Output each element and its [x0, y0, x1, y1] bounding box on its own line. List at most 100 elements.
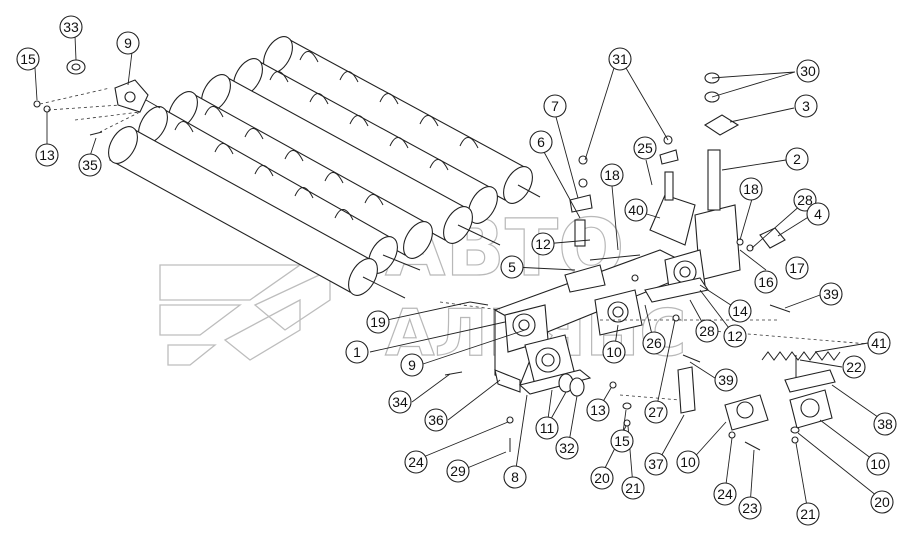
svg-text:13: 13 — [39, 147, 55, 163]
plate-38 — [784, 369, 836, 393]
svg-text:33: 33 — [63, 19, 79, 35]
svg-text:9: 9 — [124, 35, 132, 51]
svg-text:7: 7 — [551, 98, 559, 114]
callout-16: 16 — [754, 270, 778, 294]
svg-text:38: 38 — [877, 416, 893, 432]
pin-39b — [682, 354, 701, 363]
callout-5: 5 — [500, 255, 524, 279]
callout-9-mid: 9 — [400, 353, 424, 377]
roller-1 — [263, 36, 541, 204]
svg-text:24: 24 — [408, 454, 424, 470]
callout-15: 15 — [16, 47, 40, 71]
callout-10-mid: 10 — [602, 340, 626, 364]
svg-text:29: 29 — [450, 463, 466, 479]
callout-21-right: 21 — [796, 502, 820, 526]
pin-19 — [469, 301, 489, 306]
callout-18-right: 18 — [739, 177, 763, 201]
svg-text:30: 30 — [800, 63, 816, 79]
callout-20-right: 20 — [870, 490, 894, 514]
svg-text:9: 9 — [408, 357, 416, 373]
callout-28-mid: 28 — [695, 319, 719, 343]
svg-text:15: 15 — [20, 51, 36, 67]
washer-32 — [569, 377, 585, 397]
svg-text:20: 20 — [594, 470, 610, 486]
bolt-23 — [744, 441, 761, 451]
plate-6 — [569, 194, 593, 213]
washer-3 — [703, 114, 740, 136]
bearing-10-right-a — [724, 394, 769, 431]
callout-25: 25 — [633, 136, 657, 160]
svg-text:28: 28 — [797, 192, 813, 208]
drive-frame — [493, 72, 786, 393]
svg-text:21: 21 — [800, 506, 816, 522]
callout-bubbles: 33 9 15 13 35 31 30 3 7 6 25 2 18 18 28 … — [16, 15, 897, 526]
svg-text:8: 8 — [511, 469, 519, 485]
callout-30: 30 — [796, 59, 820, 83]
svg-text:35: 35 — [82, 157, 98, 173]
svg-text:23: 23 — [742, 500, 758, 516]
small-parts — [439, 238, 881, 452]
pin-39a — [769, 304, 791, 313]
callout-2: 2 — [785, 147, 809, 171]
svg-text:4: 4 — [814, 206, 822, 222]
svg-text:12: 12 — [535, 236, 551, 252]
callout-27: 27 — [644, 400, 668, 424]
svg-text:25: 25 — [637, 140, 653, 156]
callout-23: 23 — [738, 496, 762, 520]
spiral-flights — [174, 51, 479, 221]
callout-10-right-b: 10 — [866, 452, 890, 476]
svg-text:6: 6 — [537, 134, 545, 150]
callout-13-mid: 13 — [586, 398, 610, 422]
callout-41: 41 — [867, 331, 891, 355]
lever-40 — [649, 194, 696, 246]
callout-19: 19 — [366, 310, 390, 334]
callout-18-top: 18 — [600, 163, 624, 187]
callout-26: 26 — [642, 331, 666, 355]
callout-29: 29 — [446, 459, 470, 483]
svg-text:18: 18 — [743, 181, 759, 197]
spring-41 — [761, 351, 841, 361]
callout-39-mid: 39 — [714, 368, 738, 392]
watermark-logo — [159, 264, 331, 366]
left-bearing-parts — [33, 59, 161, 136]
callout-36: 36 — [424, 408, 448, 432]
callout-13: 13 — [35, 143, 59, 167]
callout-7: 7 — [543, 94, 567, 118]
callout-17: 17 — [785, 256, 809, 280]
callout-14: 14 — [728, 299, 752, 323]
callout-8: 8 — [503, 465, 527, 489]
callout-33: 33 — [59, 15, 83, 39]
shaft-2 — [707, 149, 721, 211]
roller-3 — [201, 74, 501, 246]
svg-text:40: 40 — [628, 202, 644, 218]
svg-text:10: 10 — [870, 456, 886, 472]
callout-34: 34 — [388, 390, 412, 414]
svg-text:26: 26 — [646, 335, 662, 351]
svg-text:3: 3 — [802, 98, 810, 114]
bracket-26 — [564, 264, 606, 293]
callout-4: 4 — [806, 202, 830, 226]
callout-12-top: 12 — [531, 232, 555, 256]
callout-6: 6 — [529, 130, 553, 154]
svg-text:20: 20 — [874, 494, 890, 510]
bearing-12 — [644, 249, 709, 303]
callout-11: 11 — [535, 416, 559, 440]
callout-10-right-a: 10 — [676, 450, 700, 474]
svg-text:17: 17 — [789, 260, 805, 276]
bearing-10-right-b — [789, 389, 833, 429]
callout-39-top: 39 — [819, 282, 843, 306]
svg-text:1: 1 — [353, 344, 361, 360]
svg-text:41: 41 — [871, 335, 887, 351]
svg-text:32: 32 — [559, 440, 575, 456]
callout-22: 22 — [842, 355, 866, 379]
callout-1: 1 — [345, 340, 369, 364]
callout-40: 40 — [624, 198, 648, 222]
svg-text:19: 19 — [370, 314, 386, 330]
svg-text:31: 31 — [612, 51, 628, 67]
pin-34 — [444, 371, 463, 376]
svg-text:37: 37 — [648, 456, 664, 472]
svg-text:2: 2 — [793, 151, 801, 167]
callout-35: 35 — [78, 153, 102, 177]
svg-text:28: 28 — [699, 323, 715, 339]
